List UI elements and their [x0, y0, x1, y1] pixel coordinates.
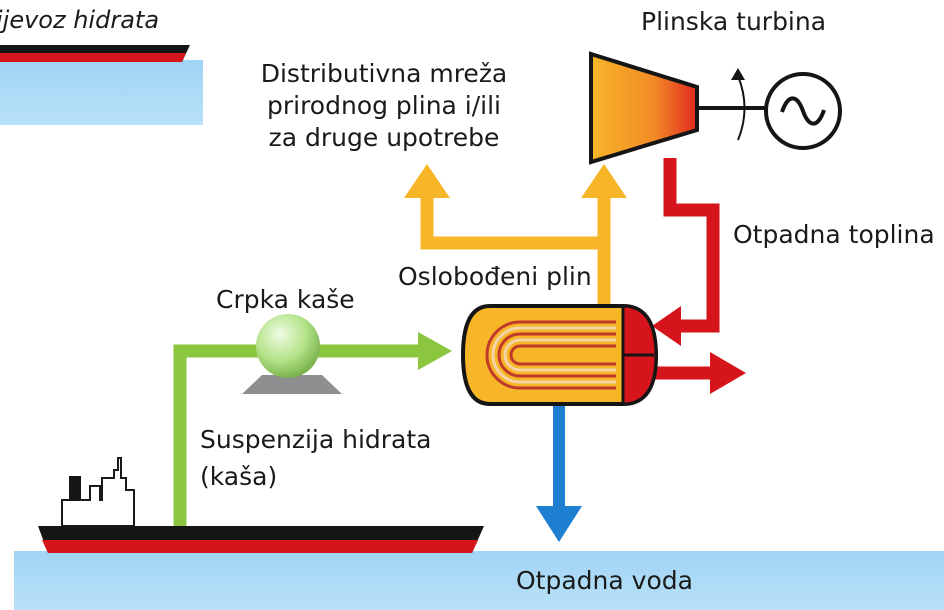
- ship-icon: [38, 457, 484, 553]
- heat-exchanger-icon: [460, 304, 659, 406]
- gas-flow-lines: [404, 164, 627, 304]
- ship-transport-label: ijevoz hidrata: [0, 6, 160, 34]
- distribution-label-line-1: Distributivna mreža: [260, 59, 508, 88]
- hydrate-suspension-label: Suspenzija hidrata: [200, 425, 432, 454]
- water-flow-line: [536, 398, 582, 542]
- slurry-label: (kaša): [200, 462, 278, 491]
- inset-ship-icon: [0, 45, 190, 62]
- gas-turbine-label: Plinska turbina: [641, 7, 827, 36]
- slurry-flow-line: [173, 332, 452, 526]
- water-surface: [14, 551, 944, 610]
- distribution-label-line-3: za druge upotrebe: [268, 123, 500, 152]
- slurry-pump-icon: [242, 314, 342, 394]
- distribution-network-label: Distributivna mreža prirodnog plina i/il…: [250, 58, 518, 154]
- waste-water-label: Otpadna voda: [516, 566, 693, 595]
- released-gas-label: Oslobođeni plin: [398, 262, 592, 291]
- generator-icon: [764, 72, 842, 150]
- distribution-label-line-2: prirodnog plina i/ili: [266, 91, 502, 120]
- gas-turbine-icon: [589, 51, 765, 165]
- waste-heat-label: Otpadna toplina: [733, 220, 935, 249]
- heat-flow-lines: [652, 158, 746, 394]
- inset-water: [0, 60, 203, 125]
- slurry-pump-label: Crpka kaše: [216, 285, 355, 314]
